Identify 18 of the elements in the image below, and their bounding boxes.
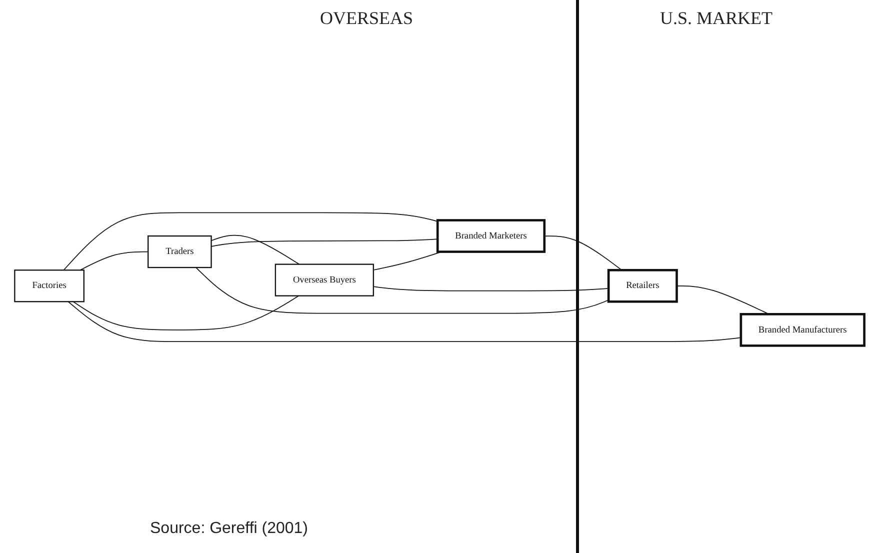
connector xyxy=(373,286,609,292)
node-box: Traders xyxy=(148,235,212,268)
node-box: Overseas Buyers xyxy=(274,264,374,296)
connector xyxy=(210,238,438,247)
connector xyxy=(544,235,622,270)
connector xyxy=(68,301,742,342)
node-box: Branded Marketers xyxy=(436,218,546,253)
connector xyxy=(80,251,149,270)
node-box: Branded Manufacturers xyxy=(740,312,866,347)
source-note: Source: Gereffi (2001) xyxy=(150,520,308,537)
connector xyxy=(196,266,609,314)
connector xyxy=(72,295,300,330)
connector xyxy=(63,212,438,270)
region-heading: U.S. MARKET xyxy=(660,8,773,29)
connector xyxy=(210,234,300,265)
node-box: Factories xyxy=(14,269,84,302)
node-box: Retailers xyxy=(607,268,678,303)
region-heading: OVERSEAS xyxy=(320,8,414,29)
